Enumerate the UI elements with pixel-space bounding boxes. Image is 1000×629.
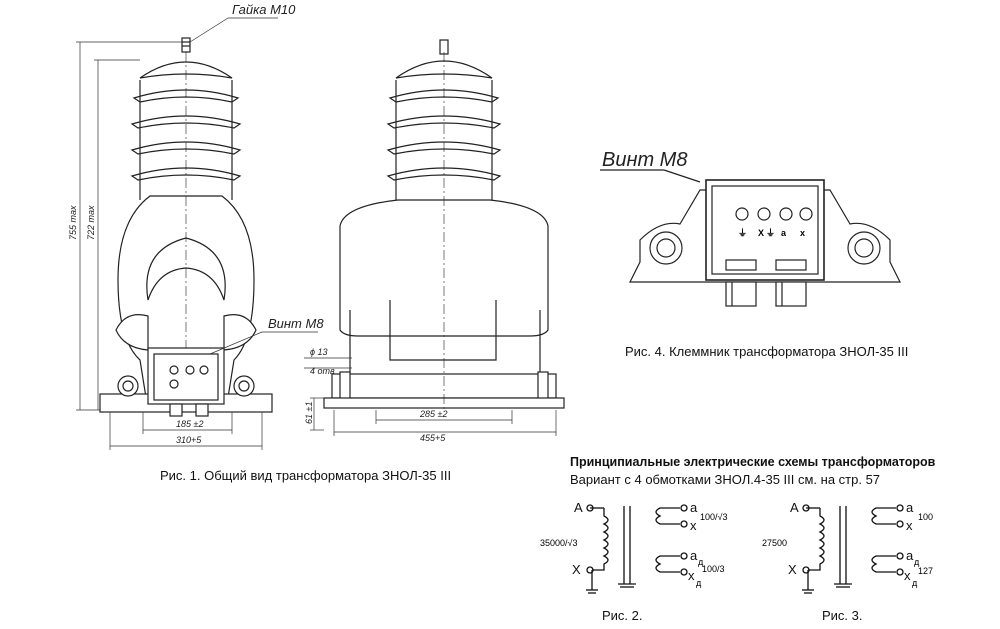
screw-label-fig4: Винт М8 <box>602 149 687 171</box>
dim-310: 310+5 <box>176 435 202 445</box>
fig2-sec2-bottom-sub: д <box>696 578 702 588</box>
front-view-dimensions <box>76 17 318 450</box>
scheme-fig2 <box>586 504 688 594</box>
terminal-label-ground-1: ⏚ <box>738 228 747 238</box>
dim-phi13: ϕ 13 <box>310 347 328 357</box>
fig2-primary-voltage: 35000/√3 <box>540 538 577 548</box>
fig3-sec2-voltage: 127 <box>918 566 933 576</box>
fig2-primary-bottom: X <box>572 562 581 577</box>
fig3-sec2-bottom-sub: д <box>912 578 918 588</box>
nut-label: Гайка М10 <box>232 2 296 17</box>
fig2-primary-top: A <box>574 500 583 515</box>
fig1-caption: Рис. 1. Общий вид трансформатора ЗНОЛ-35… <box>160 468 452 483</box>
schemes-title: Принципиальные электрические схемы транс… <box>570 455 936 469</box>
terminal-block-drawing <box>600 169 901 307</box>
terminal-label-xd: x <box>800 228 805 238</box>
fig3-sec1-voltage: 100 <box>918 512 933 522</box>
side-view-drawing <box>323 39 565 410</box>
side-view-dimensions <box>304 357 557 436</box>
fig2-sec2-top-sub: д <box>698 557 704 567</box>
terminal-label-ground-2: ⏚ <box>766 228 775 238</box>
terminal-label-x: X <box>758 228 764 238</box>
fig3-sec2-bottom: x <box>904 568 911 583</box>
front-view-drawing <box>99 37 273 417</box>
dim-4otv: 4 отв <box>310 366 335 376</box>
fig2-sec1-top: a <box>690 500 698 515</box>
schemes-subtitle: Вариант с 4 обмотками ЗНОЛ.4-35 III см. … <box>570 472 881 487</box>
dim-285: 285 ±2 <box>419 409 447 419</box>
fig3-sec2-top: a <box>906 548 914 563</box>
fig2-caption: Рис. 2. <box>602 608 643 623</box>
fig2-sec2-voltage: 100/3 <box>702 564 725 574</box>
fig3-primary-bottom: X <box>788 562 797 577</box>
dim-185: 185 ±2 <box>176 419 203 429</box>
fig3-primary-voltage: 27500 <box>762 538 787 548</box>
screw-label-fig1: Винт М8 <box>268 316 324 331</box>
fig3-sec2-top-sub: д <box>914 557 920 567</box>
terminal-label-a: a <box>781 228 787 238</box>
fig2-sec1-bottom: x <box>690 518 697 533</box>
fig3-caption: Рис. 3. <box>822 608 863 623</box>
dim-61: 61 ±1 <box>304 402 314 424</box>
fig3-sec1-bottom: x <box>906 518 913 533</box>
fig4-caption: Рис. 4. Клеммник трансформатора ЗНОЛ-35 … <box>625 344 909 359</box>
fig2-sec2-bottom: x <box>688 568 695 583</box>
fig2-sec2-top: a <box>690 548 698 563</box>
fig3-sec1-top: a <box>906 500 914 515</box>
dim-722: 722 max <box>86 205 96 240</box>
fig3-primary-top: A <box>790 500 799 515</box>
scheme-fig3 <box>802 504 904 594</box>
dim-455: 455+5 <box>420 433 446 443</box>
fig2-sec1-voltage: 100/√3 <box>700 512 727 522</box>
dim-755: 755 max <box>68 205 78 240</box>
